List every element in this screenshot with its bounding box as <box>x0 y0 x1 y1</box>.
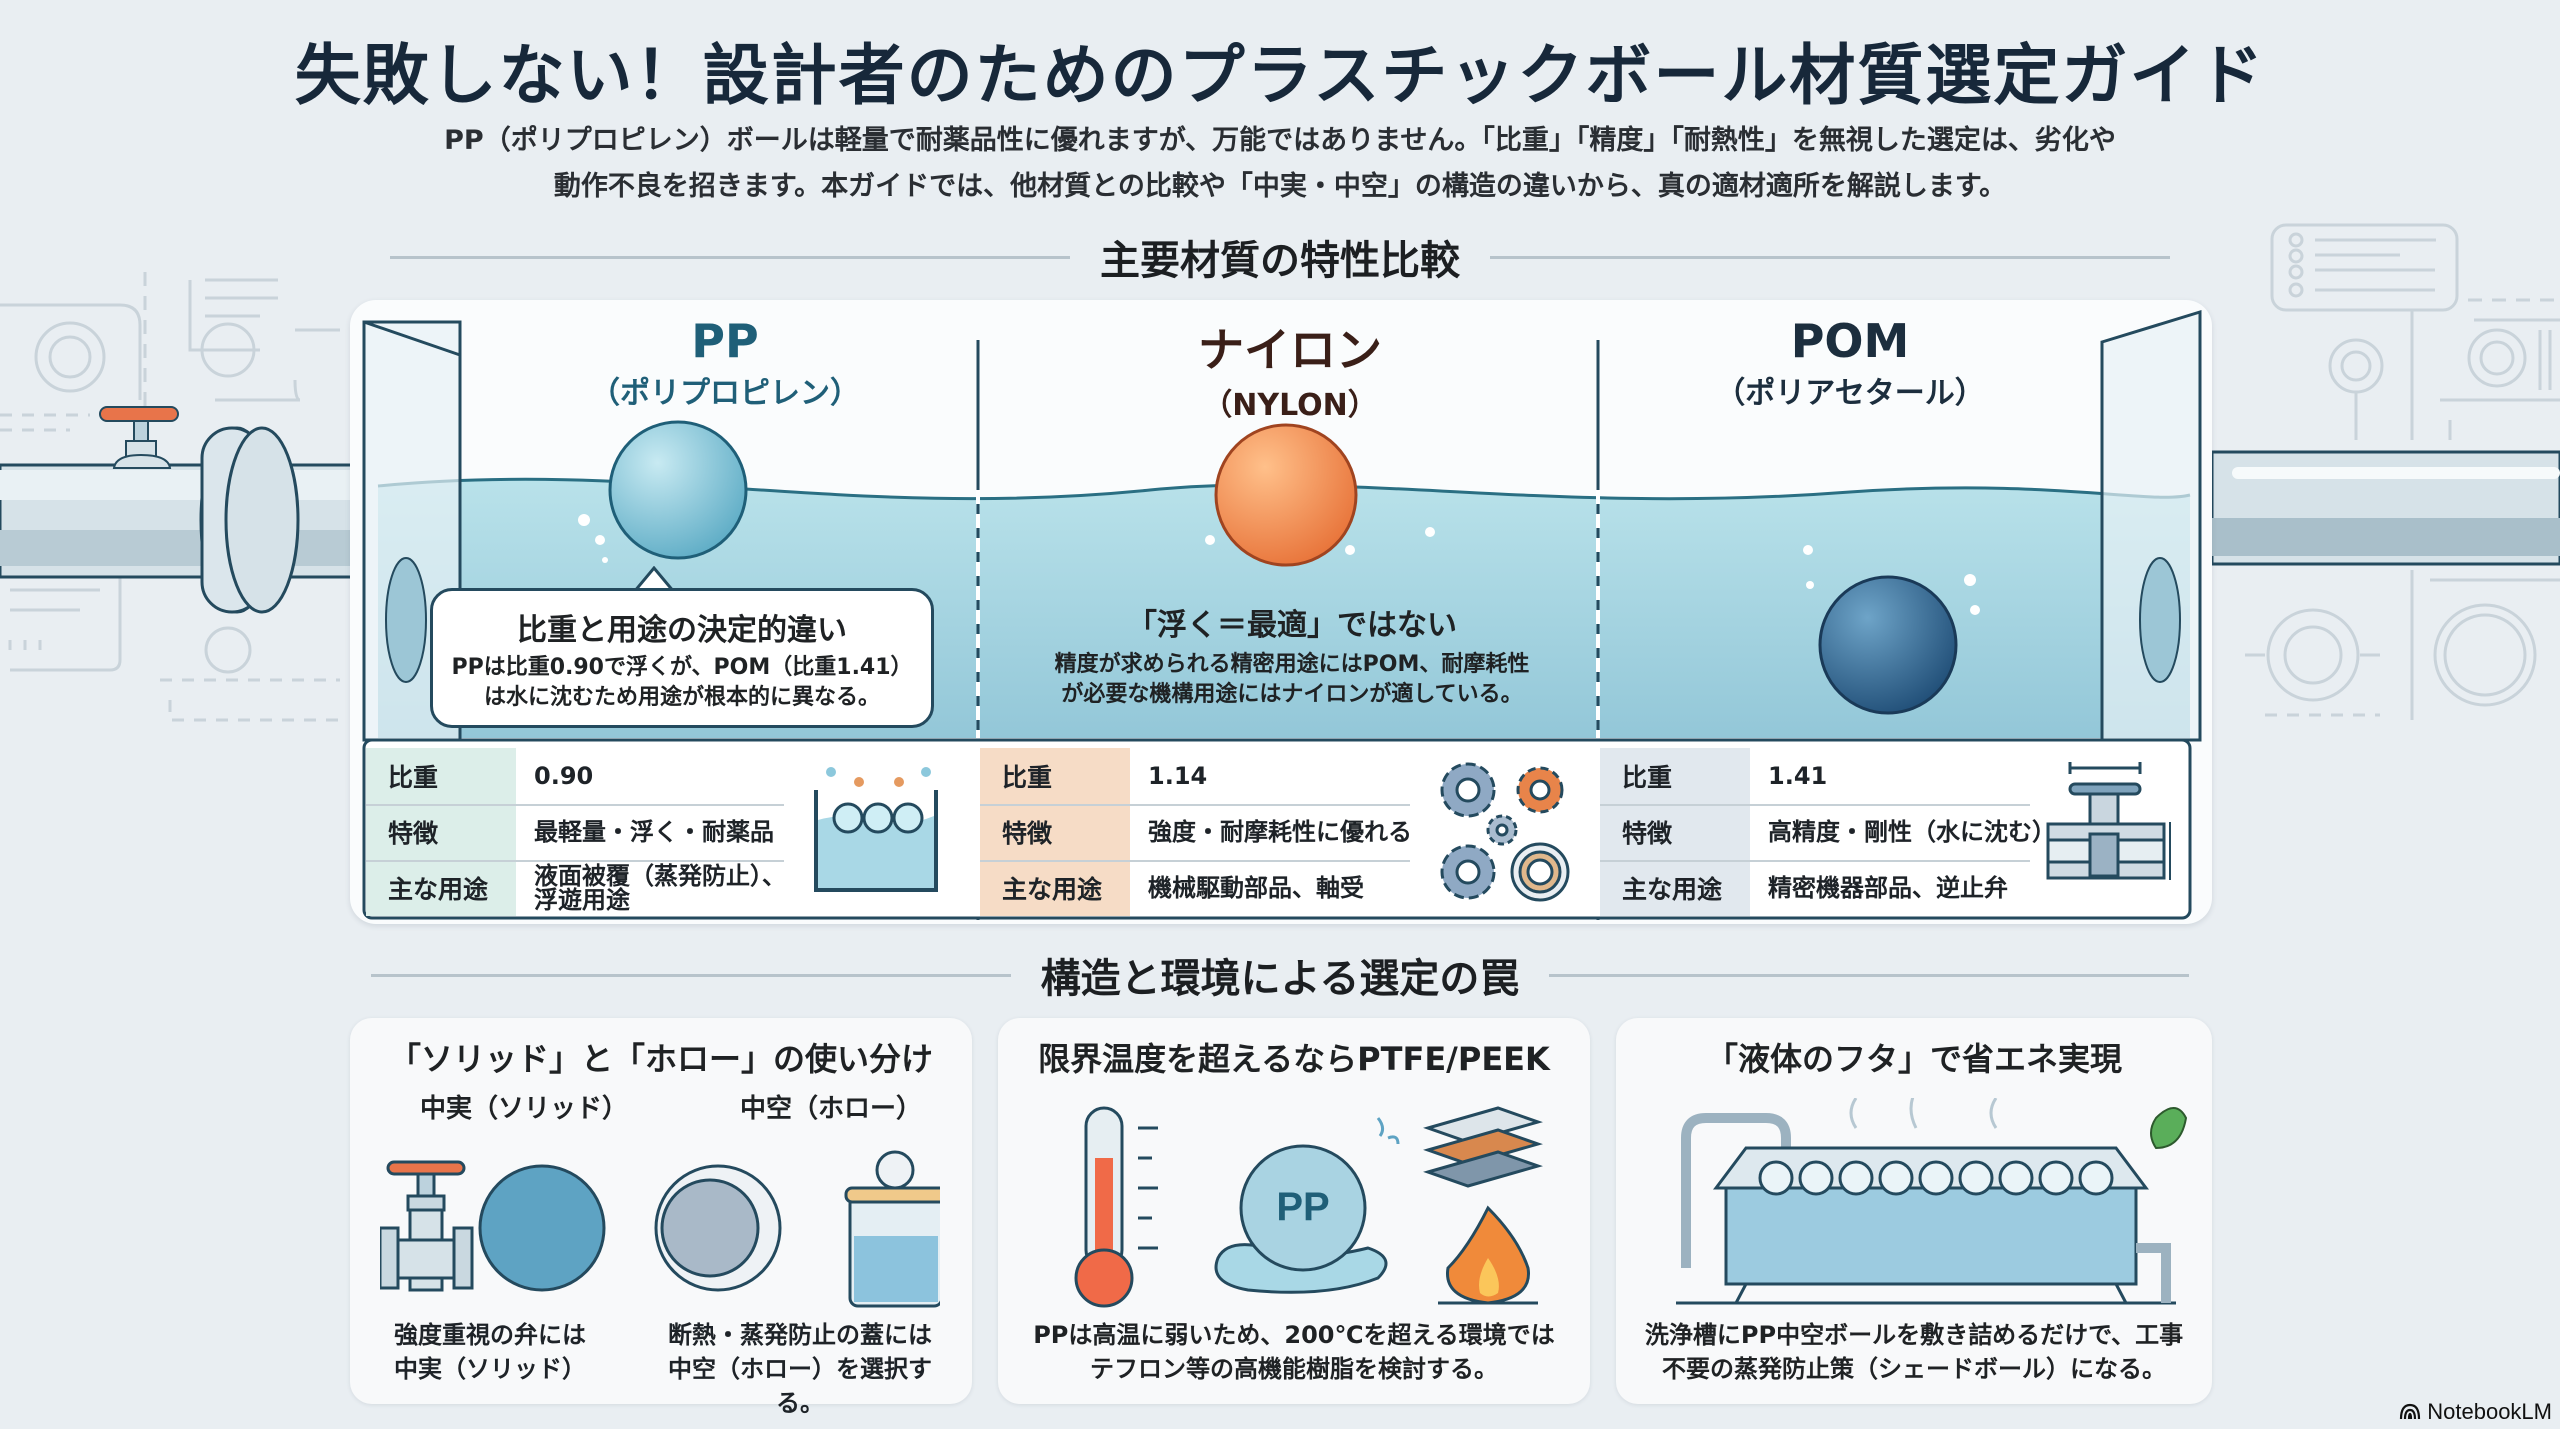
spec-value: 0.90 <box>534 762 594 790</box>
spec-row-feature: 特徴 高精度・剛性（水に沈む） <box>1600 804 2056 860</box>
spec-label: 特徴 <box>980 804 1130 860</box>
note-body-1: 精度が求められる精密用途にはPOM、耐摩耗性 <box>1054 652 1530 677</box>
material-name: POM <box>1790 314 1910 368</box>
body-line: テフロン等の高機能樹脂を検討する。 <box>1090 1355 1498 1383</box>
gravity-callout: 比重と用途の決定的違い PPは比重0.90で浮くが、POM（比重1.41） は水… <box>430 588 934 728</box>
material-pp: PP （ポリプロピレン） <box>490 300 960 740</box>
body-line: 不要の蒸発防止策（シェードボール）になる。 <box>1662 1355 2166 1383</box>
nylon-note: 「浮く＝最適」ではない 精度が求められる精密用途にはPOM、耐摩耗性 が必要な機… <box>982 600 1602 710</box>
gears-and-bearing-icon <box>1440 762 1570 902</box>
tank-with-floating-balls-icon <box>814 767 938 892</box>
material-subname: （NYLON） <box>1202 388 1378 423</box>
spec-value: 1.41 <box>1768 762 1828 790</box>
section-title: 主要材質の特性比較 <box>1100 238 1460 284</box>
desc-line: 断熱・蒸発防止の蓋には <box>668 1321 932 1349</box>
spec-value-line: 液面被覆（蒸発防止）、 <box>534 862 786 890</box>
spec-row-use: 主な用途 精密機器部品、逆止弁 <box>1600 860 2008 916</box>
solid-label: 中実（ソリッド） <box>420 1094 629 1124</box>
spec-label: 特徴 <box>1600 804 1750 860</box>
material-pom: POM （ポリアセタール） <box>1610 300 2090 740</box>
body-line: 洗浄槽にPP中空ボールを敷き詰めるだけで、工事 <box>1644 1321 2184 1349</box>
divider-right <box>1490 255 2170 259</box>
spec-value: 強度・耐摩耗性に優れる <box>1148 818 1412 846</box>
spec-row-gravity: 比重 0.90 <box>366 748 593 804</box>
spec-value-line: 浮遊用途 <box>534 886 630 914</box>
spec-label: 比重 <box>366 748 516 804</box>
page-title: 失敗しない！設計者のためのプラスチックボール材質選定ガイド <box>294 37 2266 114</box>
spec-label: 比重 <box>980 748 1130 804</box>
spec-row-use: 主な用途 機械駆動部品、軸受 <box>980 860 1364 916</box>
card-solid-vs-hollow: 「ソリッド」と「ホロー」の使い分け 中実（ソリッド） 中空（ホロー） 強度重視の… <box>350 1018 972 1417</box>
material-name: ナイロン <box>1198 323 1382 377</box>
thermometer-melting-ball-illustration: PP <box>1074 1106 1543 1308</box>
note-heading: 「浮く＝最適」ではない <box>1127 608 1457 643</box>
hollow-description: 断熱・蒸発防止の蓋には 中空（ホロー）を選択する。 <box>650 1318 950 1420</box>
spec-value: 1.14 <box>1148 762 1208 790</box>
solid-hollow-illustration <box>380 1150 940 1308</box>
spec-value: 機械駆動部品、軸受 <box>1148 874 1364 902</box>
spec-label: 特徴 <box>366 804 516 860</box>
section-title: 構造と環境による選定の罠 <box>1040 956 1520 1002</box>
spec-label: 比重 <box>1600 748 1750 804</box>
section-heading-comparison: 主要材質の特性比較 <box>0 228 2560 286</box>
divider-left <box>390 255 1070 259</box>
notebooklm-brand: NotebookLM <box>2399 1399 2552 1425</box>
desc-line: 中空（ホロー）を選択する。 <box>668 1355 932 1417</box>
check-valve-cross-section-icon <box>2046 762 2171 880</box>
spec-row-gravity: 比重 1.41 <box>1600 748 1827 804</box>
spec-row-gravity: 比重 1.14 <box>980 748 1207 804</box>
hollow-label: 中空（ホロー） <box>740 1094 923 1124</box>
section-heading-traps: 構造と環境による選定の罠 <box>0 946 2560 1004</box>
spec-table-nylon: 比重 1.14 特徴 強度・耐摩耗性に優れる 主な用途 機械駆動部品、軸受 <box>980 748 1596 918</box>
subtitle-line-1: PP（ポリプロピレン）ボールは軽量で耐薬品性に優れますが、万能ではありません。「… <box>444 125 2116 156</box>
desc-line: 強度重視の弁には <box>394 1321 586 1349</box>
note-body-2: が必要な機構用途にはナイロンが適している。 <box>1061 682 1523 707</box>
subtitle-line-2: 動作不良を招きます。本ガイドでは、他材質との比較や「中実・中空」の構造の違いから… <box>553 171 2007 202</box>
callout-body-2: は水に沈むため用途が根本的に異なる。 <box>483 685 880 710</box>
material-subname: （ポリプロピレン） <box>590 376 860 411</box>
spec-label: 主な用途 <box>366 860 516 916</box>
brand-name: NotebookLM <box>2427 1399 2552 1424</box>
material-name: PP <box>691 314 759 368</box>
spec-value: 最軽量・浮く・耐薬品 <box>534 818 774 846</box>
spec-value: 精密機器部品、逆止弁 <box>1768 874 2008 902</box>
spec-row-feature: 特徴 強度・耐摩耗性に優れる <box>980 804 1412 860</box>
desc-line: 中実（ソリッド） <box>394 1355 586 1383</box>
wash-tank-shade-balls-illustration <box>1676 1098 2188 1305</box>
solid-description: 強度重視の弁には 中実（ソリッド） <box>370 1318 610 1386</box>
spec-value: 液面被覆（蒸発防止）、 浮遊用途 <box>516 864 786 912</box>
spec-table-pp: 比重 0.90 特徴 最軽量・浮く・耐薬品 主な用途 液面被覆（蒸発防止）、 浮… <box>366 748 976 918</box>
spec-row-use: 主な用途 液面被覆（蒸発防止）、 浮遊用途 <box>366 860 786 916</box>
spec-table-pom: 比重 1.41 特徴 高精度・剛性（水に沈む） 主な用途 精密機器部品、逆止弁 <box>1600 748 2196 918</box>
spec-value: 高精度・剛性（水に沈む） <box>1768 818 2056 846</box>
callout-pointer-icon <box>632 566 676 592</box>
spec-label: 主な用途 <box>980 860 1130 916</box>
divider-left <box>370 973 1011 977</box>
notebooklm-logo-icon <box>2400 1403 2421 1420</box>
card-liquid-lid: 「液体のフタ」で省エネ実現 洗浄槽にPP中空ボールを敷き詰めるだけで、工事 不要… <box>1616 1018 2212 1404</box>
card-body: 洗浄槽にPP中空ボールを敷き詰めるだけで、工事 不要の蒸発防止策（シェードボール… <box>1616 1318 2212 1386</box>
body-line: PPは高温に弱いため、200℃を超える環境では <box>1033 1321 1555 1349</box>
spec-row-feature: 特徴 最軽量・浮く・耐薬品 <box>366 804 774 860</box>
callout-body-1: PPは比重0.90で浮くが、POM（比重1.41） <box>451 655 913 680</box>
card-temperature-limit: 限界温度を超えるならPTFE/PEEK PP PPは高温に弱いため、200℃を超… <box>998 1018 1590 1404</box>
callout-heading: 比重と用途の決定的違い <box>517 613 847 648</box>
card-heading: 「ソリッド」と「ホロー」の使い分け <box>388 1040 933 1078</box>
card-body: PPは高温に弱いため、200℃を超える環境では テフロン等の高機能樹脂を検討する… <box>998 1318 1590 1386</box>
pp-ball-label: PP <box>1276 1185 1329 1229</box>
material-nylon: ナイロン （NYLON） <box>990 300 1590 740</box>
divider-right <box>1549 973 2190 977</box>
card-heading: 限界温度を超えるならPTFE/PEEK <box>1038 1040 1550 1078</box>
card-heading: 「液体のフタ」で省エネ実現 <box>1705 1040 2122 1078</box>
material-comparison-panel: PP （ポリプロピレン） ナイロン （NYLON） POM （ポリアセタール） … <box>350 300 2212 924</box>
page-subtitle: PP（ポリプロピレン）ボールは軽量で耐薬品性に優れますが、万能ではありません。「… <box>340 118 2220 210</box>
leaf-icon <box>2150 1107 2188 1150</box>
material-subname: （ポリアセタール） <box>1715 376 1985 411</box>
spec-label: 主な用途 <box>1600 860 1750 916</box>
